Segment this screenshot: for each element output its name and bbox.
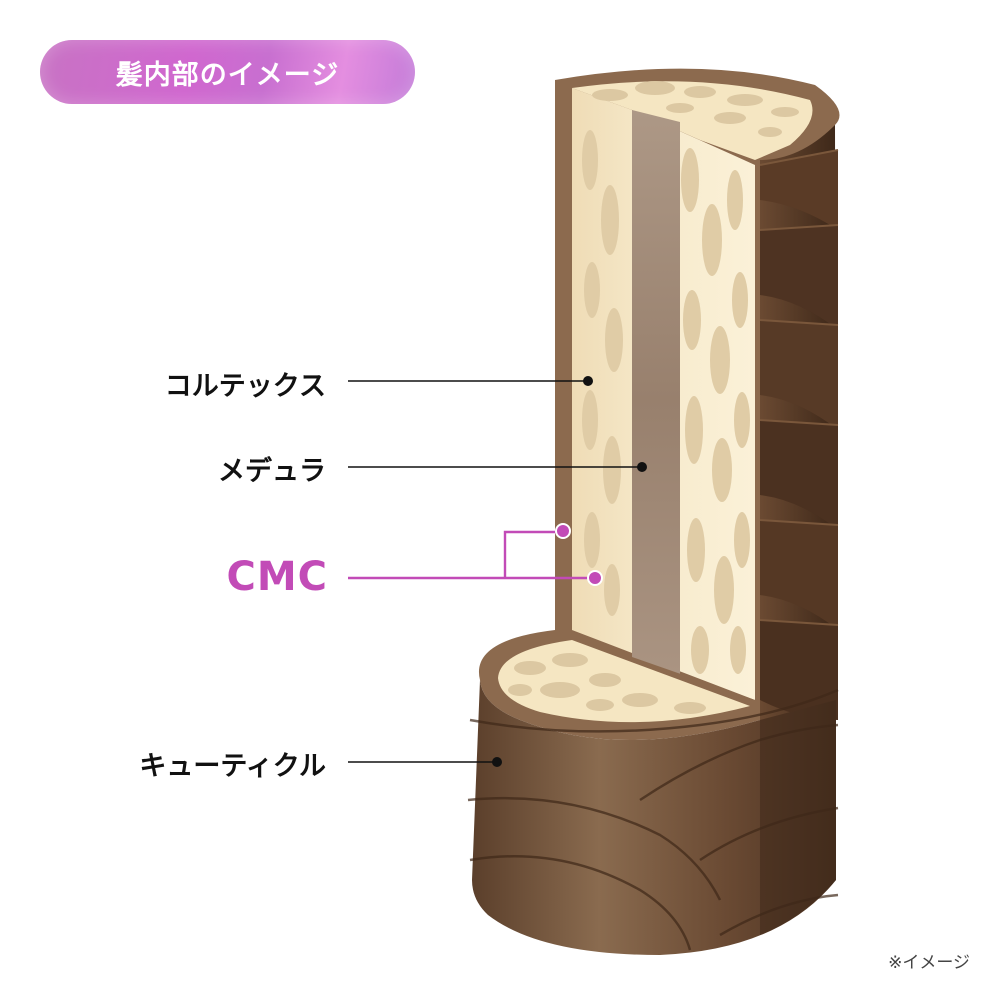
title-pill: 髪内部のイメージ [40,40,415,104]
medulla-band [632,110,680,690]
dot-cmc-lower [587,570,603,586]
dot-cuticle [492,757,502,767]
cortex-cells [582,130,750,674]
lower-face-cells [508,653,706,714]
cuticle-lower-body [472,680,836,955]
title-text: 髪内部のイメージ [115,59,340,91]
cmc-leader-lines [348,530,595,580]
label-medulla: メデュラ [218,456,326,487]
label-cmc: CMC [226,554,328,600]
top-face-cells [572,81,813,160]
dot-cmc-upper [555,523,571,539]
cuticle-shadow-right [760,700,836,935]
image-note: ※イメージ [888,953,970,973]
label-cortex: コルテックス [164,371,326,402]
dot-medulla [637,462,647,472]
dot-cortex [583,376,593,386]
cuticle-wall-upper [759,120,839,728]
leader-lines [348,380,642,763]
label-cuticle: キューティクル [139,751,326,782]
